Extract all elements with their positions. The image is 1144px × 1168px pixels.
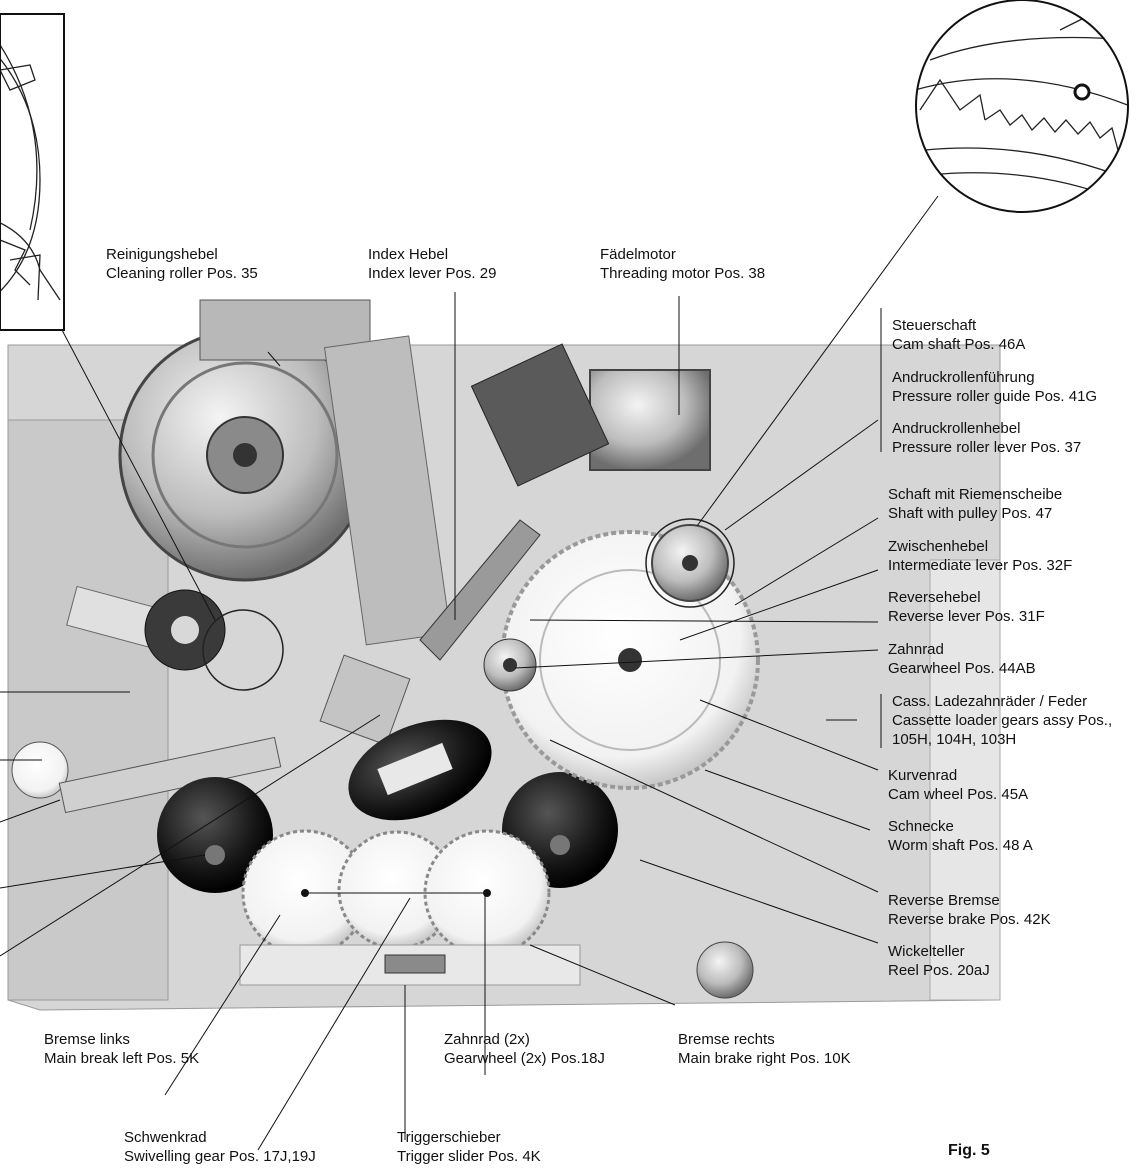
cam-wheel-hub (618, 648, 642, 672)
reel-left-hub (205, 845, 225, 865)
pulley-hub (682, 555, 698, 571)
gear-marker-right (483, 889, 491, 897)
gearwheel-44ab-hub (503, 658, 517, 672)
left-small-gear-hub (171, 616, 199, 644)
threading-motor-block (590, 370, 710, 470)
label-zahnrad-2x: Zahnrad (2x)Gearwheel (2x) Pos.18J (444, 1030, 605, 1068)
inset-top-right (915, 0, 1140, 212)
mechanism-photo (8, 300, 1000, 1010)
trigger-slider-part (385, 955, 445, 973)
gear-marker-left (301, 889, 309, 897)
inset-top-left (0, 14, 64, 330)
bottom-right-part (697, 942, 753, 998)
head-drum-hub (233, 443, 257, 467)
figure-label: Fig. 5 (948, 1142, 990, 1160)
left-capacitor (12, 742, 68, 798)
reel-right-hub (550, 835, 570, 855)
